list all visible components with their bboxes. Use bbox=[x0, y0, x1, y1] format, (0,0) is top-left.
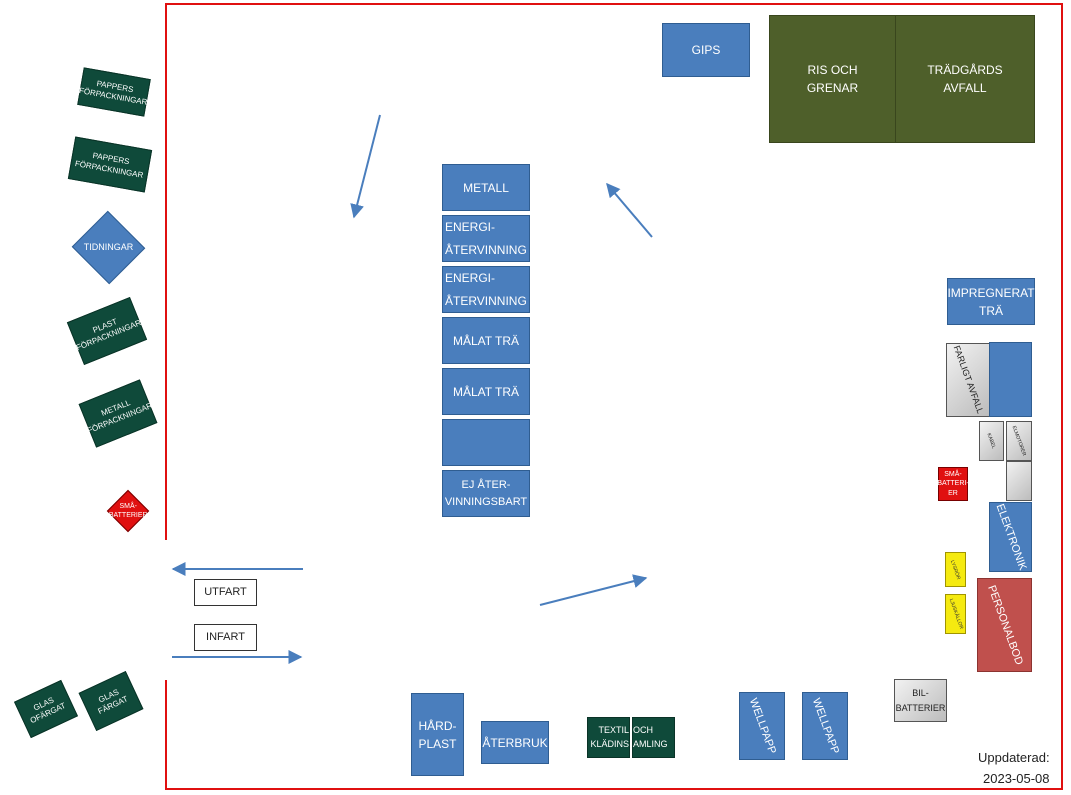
unlabeled-container bbox=[442, 419, 530, 466]
sma-batterier-inside-container: SMÅ- BATTERI- ER bbox=[937, 467, 969, 501]
grey-small-container bbox=[1006, 461, 1032, 501]
tradgardsavfall-area: TRÄDGÅRDS AVFALL bbox=[895, 15, 1035, 143]
updated-label: Uppdaterad: bbox=[978, 750, 1050, 765]
hardplast-container: HÅRD- PLAST bbox=[411, 693, 464, 776]
aterbruk-container: ÅTERBRUK bbox=[481, 721, 549, 764]
malat-tra-container-1: MÅLAT TRÄ bbox=[442, 317, 530, 364]
bil-batterier-container: BIL- BATTERIER bbox=[894, 679, 947, 722]
impregnerat-tra-container: IMPREGNERAT TRÄ bbox=[947, 278, 1035, 325]
kabel-container: KABEL bbox=[979, 421, 1004, 461]
flow-arrow-up bbox=[606, 182, 653, 238]
elmotorer-container: ELMOTORER bbox=[1006, 421, 1032, 461]
utfart-label: UTFART bbox=[194, 579, 257, 606]
textil-container: TEXTIL KLÄDINS bbox=[587, 717, 630, 758]
blue-side-container bbox=[989, 342, 1032, 417]
updated-date: 2023-05-08 bbox=[983, 771, 1050, 786]
kladinsamling-container: OCH AMLING bbox=[632, 717, 675, 758]
ris-och-grenar-area: RIS OCH GRENAR bbox=[769, 15, 896, 143]
flow-arrow-right bbox=[539, 574, 648, 606]
metall-container: METALL bbox=[442, 164, 530, 211]
farligt-avfall-container: FARLIGT AVFALL bbox=[946, 343, 990, 417]
flow-arrow-down bbox=[350, 114, 381, 219]
lysror-container: LYSRÖR bbox=[945, 552, 966, 587]
elektronik-container: ELEKTRONIK bbox=[989, 502, 1032, 572]
gips-container: GIPS bbox=[662, 23, 750, 77]
energiatervinning-container-1: ENERGI- ÅTERVINNING bbox=[442, 215, 530, 262]
personalbod-building: PERSONALBOD bbox=[977, 578, 1032, 672]
site-boundary bbox=[165, 3, 1063, 790]
wellpapp-container-1: WELLPAPP bbox=[739, 692, 785, 760]
ej-atervinningsbart-container: EJ ÅTER- VINNINGSBART bbox=[442, 470, 530, 517]
energiatervinning-container-2: ENERGI- ÅTERVINNING bbox=[442, 266, 530, 313]
malat-tra-container-2: MÅLAT TRÄ bbox=[442, 368, 530, 415]
ljuskallor-container: LJUSKÄLLOR bbox=[945, 594, 966, 634]
wellpapp-container-2: WELLPAPP bbox=[802, 692, 848, 760]
infart-label: INFART bbox=[194, 624, 257, 651]
